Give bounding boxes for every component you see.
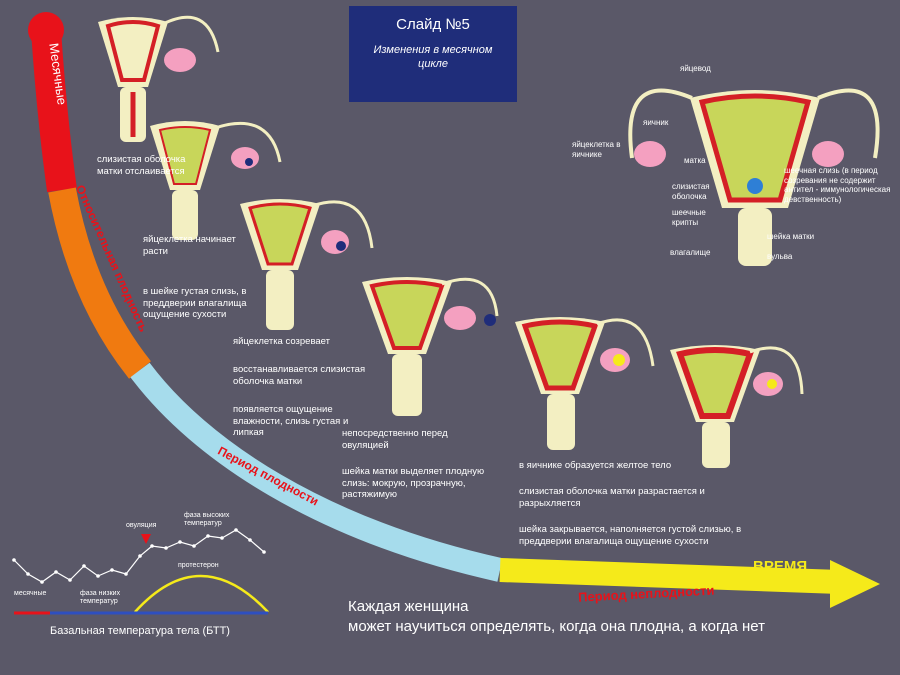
stage2-text-a: яйцеклетка начинает расти <box>143 234 236 257</box>
stage5-text-c: шейка закрывается, наполняется густой сл… <box>519 524 742 547</box>
slide-number: Слайд №5 <box>396 16 470 33</box>
btt-progesterone: протестерон <box>178 562 219 569</box>
stage1-text: слизистая оболочка матки отслаивается <box>97 154 186 177</box>
stage2-text-b: в шейке густая слизь, в преддверии влага… <box>143 286 247 320</box>
anatomy-oviduct: яйцевод <box>680 64 711 73</box>
menses-start-dot <box>28 12 64 48</box>
btt-caption: Базальная температура тела (БТТ) <box>50 625 230 637</box>
stage4-text-a: непосредственно перед овуляцией <box>342 428 448 451</box>
slide-title-box: Слайд №5 Изменения в месячном цикле <box>349 6 517 102</box>
anatomy-crypts: шеечные крипты <box>672 208 706 227</box>
btt-chart <box>12 528 269 615</box>
slide-subtitle: Изменения в месячном цикле <box>373 44 493 70</box>
bottom-message-line2: может научиться определять, когда она пл… <box>348 618 766 635</box>
uterus-anatomy <box>628 88 880 266</box>
stage3-text-b: восстанавливается слизистая оболочка мат… <box>233 364 366 387</box>
anatomy-mucosa: слизистая оболочка <box>672 182 710 201</box>
infertile-band <box>499 558 841 594</box>
anatomy-cervical-mucus: шеечная слизь (в период созревания не со… <box>784 166 891 204</box>
btt-low-phase: фаза низких температур <box>80 590 121 605</box>
btt-menses: месячные <box>14 590 47 597</box>
stage5-text-a: в яичнике образуется желтое тело <box>519 460 672 471</box>
cycle-curve <box>28 12 880 608</box>
uterus-stage-5 <box>515 317 655 450</box>
anatomy-uterus: матка <box>684 156 706 165</box>
uterus-stage-2 <box>150 121 282 240</box>
uterus-stage-6 <box>670 345 804 468</box>
anatomy-vagina: влагалище <box>670 248 711 257</box>
anatomy-cervix: шейка матки <box>767 232 815 241</box>
fertile-band <box>130 362 503 582</box>
relative-fertility-band <box>48 187 151 379</box>
stage3-text-c: появляется ощущение влажности, слизь гус… <box>233 404 349 438</box>
bottom-message-line1: Каждая женщина <box>348 598 469 615</box>
uterus-stage-4 <box>362 277 499 416</box>
stage5-text-b: слизистая оболочка матки разрастается и … <box>519 486 705 509</box>
stage3-text-a: яйцеклетка созревает <box>233 336 330 347</box>
stage4-text-b: шейка матки выделяет плодную слизь: мокр… <box>342 466 485 500</box>
btt-ovulation: овуляция <box>126 522 157 529</box>
anatomy-vulva: вульва <box>767 252 793 261</box>
time-arrowhead <box>830 560 880 608</box>
uterus-stage-1 <box>98 15 220 142</box>
menses-band <box>31 29 77 193</box>
anatomy-ovary: яичник <box>643 118 669 127</box>
anatomy-egg: яйцеклетка в яичнике <box>572 140 621 159</box>
time-label: ВРЕМЯ <box>753 558 808 575</box>
btt-high-phase: фаза высоких температур <box>184 512 230 527</box>
bottom-message: Каждая женщина может научиться определят… <box>348 597 765 637</box>
uterus-stage-3 <box>240 199 374 330</box>
